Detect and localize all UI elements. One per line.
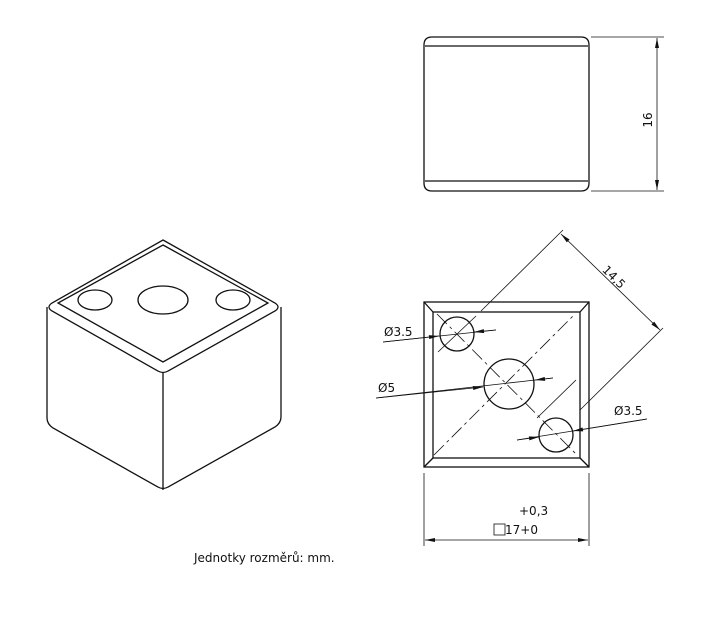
units-note: Jednotky rozměrů: mm. <box>193 551 335 565</box>
hole-small-2 <box>538 417 574 453</box>
dim-side: 17+0 <box>505 523 538 537</box>
dim-height: 16 <box>641 112 655 127</box>
hole-small-iso <box>215 289 251 311</box>
dim-hole-small-2: Ø3.5 <box>614 404 643 418</box>
front-view: 16 <box>423 36 664 192</box>
top-view: 14,5 Ø3.5 Ø5 Ø3.5 +0,3 17+0 <box>375 229 664 546</box>
hole-small-1 <box>439 316 475 352</box>
isometric-view <box>46 239 282 490</box>
hole-small-iso <box>77 289 113 311</box>
dim-hole-center: Ø5 <box>378 381 395 395</box>
dim-side-tolerance: +0,3 <box>519 504 548 518</box>
dim-hole-small-1: Ø3.5 <box>384 325 413 339</box>
dim-diagonal: 14,5 <box>599 263 628 292</box>
hole-center <box>483 358 535 410</box>
hole-center-iso <box>137 285 189 315</box>
square-symbol-icon <box>493 523 506 536</box>
